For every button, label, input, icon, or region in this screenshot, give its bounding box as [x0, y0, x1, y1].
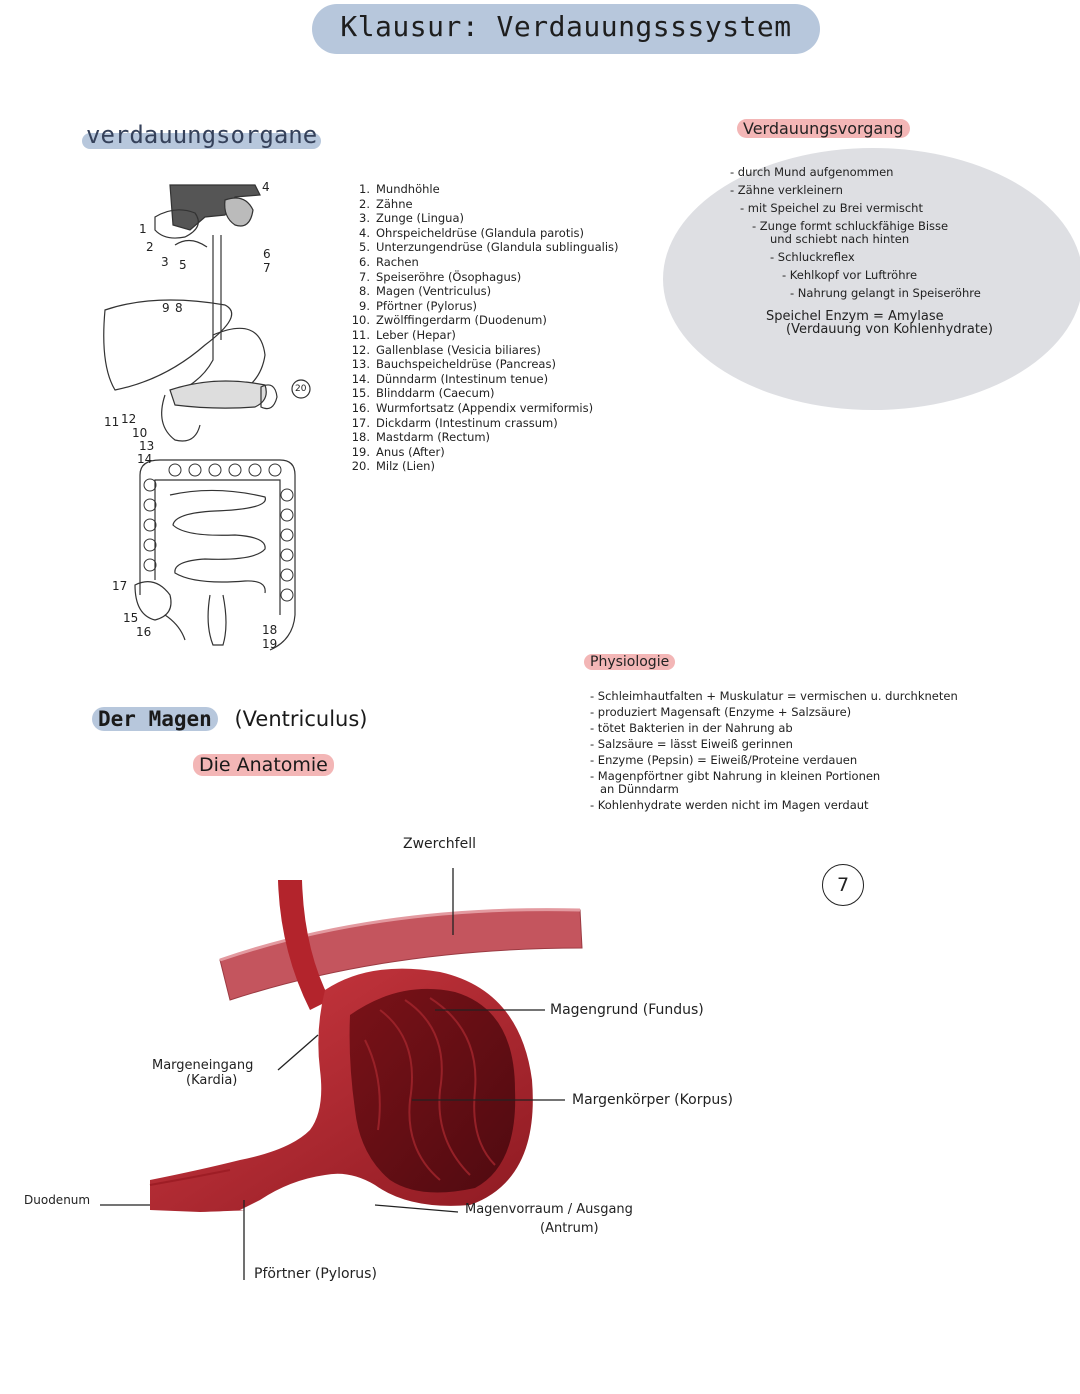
list-item: - Zunge formt schluckfähige Bisse: [752, 219, 949, 233]
notes-background: [663, 148, 1080, 410]
legend-item: 4.Ohrspeicheldrüse (Glandula parotis): [359, 225, 585, 240]
label-magenvorraum: Magenvorraum / Ausgang: [465, 1202, 633, 1217]
list-item: - Magenpförtner gibt Nahrung in kleinen …: [590, 769, 881, 783]
legend-item: 18.Mastdarm (Rectum): [351, 430, 491, 445]
diagram-number: 17: [112, 579, 128, 593]
legend-item: 15.Blinddarm (Caecum): [351, 386, 495, 401]
diagram-number: 9: [162, 301, 170, 315]
legend-item: 11.Leber (Hepar): [351, 327, 456, 342]
diagram-number: 19: [262, 637, 278, 651]
page-number-badge: 7: [822, 864, 864, 906]
page-title: Klausur: Verdauungsssystem: [340, 10, 792, 43]
list-item: an Dünndarm: [600, 782, 679, 796]
list-item: - produziert Magensaft (Enzyme + Salzsäu…: [590, 705, 852, 719]
legend-item: 14.Dünndarm (Intestinum tenue): [351, 371, 549, 386]
list-item: (Verdauung von Kohlenhydrate): [786, 322, 993, 337]
diagram-number: 12: [121, 412, 137, 426]
diagram-number: 2: [146, 240, 154, 254]
diagram-number: 20: [295, 384, 307, 394]
list-item: und schiebt nach hinten: [770, 232, 910, 246]
list-item: - Kehlkopf vor Luftröhre: [782, 268, 918, 282]
physiologie-list: - Schleimhautfalten + Muskulatur = vermi…: [590, 690, 958, 815]
title-highlight: [312, 4, 820, 54]
label-magengrund: Magengrund (Fundus): [550, 1002, 704, 1018]
legend-item: 8.Magen (Ventriculus): [359, 284, 492, 299]
diagram-number: 4: [262, 180, 270, 194]
diagram-number: 11: [104, 415, 120, 429]
legend-item: 17.Dickdarm (Intestinum crassum): [351, 415, 558, 430]
label-zwerchfell: Zwerchfell: [403, 836, 476, 852]
list-item: - tötet Bakterien in der Nahrung ab: [590, 721, 793, 735]
magen-heading: Der Magen (Ventriculus): [92, 707, 367, 731]
list-item: - Schleimhautfalten + Muskulatur = vermi…: [590, 689, 958, 703]
label-mageneingang: Margeneingang: [152, 1058, 254, 1073]
legend-item: 7.Speiseröhre (Ösophagus): [359, 269, 522, 284]
diagram-number: 7: [263, 261, 271, 275]
diagram-number: 10: [132, 426, 148, 440]
diagram-number: 15: [123, 611, 139, 625]
diagram-number: 1: [139, 222, 147, 236]
diagram-number: 6: [263, 247, 271, 261]
stomach-illustration: [149, 880, 583, 1212]
legend-item: 20.Milz (Lien): [351, 459, 435, 474]
diagram-number: 3: [161, 255, 169, 269]
label-magenkoerper: Margenkörper (Korpus): [572, 1092, 733, 1108]
anatomie-heading: Die Anatomie: [193, 754, 334, 776]
legend-item: 19.Anus (After): [351, 444, 445, 459]
list-item: - Kohlenhydrate werden nicht im Magen ve…: [590, 798, 869, 812]
list-item: - Salzsäure = lässt Eiweiß gerinnen: [590, 737, 793, 751]
list-item: - Zähne verkleinern: [730, 183, 843, 197]
legend-item: 6.Rachen: [359, 254, 419, 269]
physiologie-heading: Physiologie: [584, 654, 676, 670]
legend-item: 5.Unterzungendrüse (Glandula sublinguali…: [359, 240, 619, 255]
label-antrum: (Antrum): [540, 1221, 599, 1236]
label-pfoertner: Pförtner (Pylorus): [254, 1266, 377, 1282]
legend-item: 3.Zunge (Lingua): [359, 211, 464, 226]
list-item: - Nahrung gelangt in Speiseröhre: [790, 286, 981, 300]
legend-item: 13.Bauchspeicheldrüse (Pancreas): [351, 357, 556, 372]
list-item: - Schluckreflex: [770, 250, 855, 264]
diagram-number: 18: [262, 623, 278, 637]
organs-heading: verdauungsorgane: [86, 121, 318, 149]
list-item: - Enzyme (Pepsin) = Eiweiß/Proteine verd…: [590, 753, 858, 767]
list-item: - durch Mund aufgenommen: [730, 165, 894, 179]
legend-item: 10.Zwölffingerdarm (Duodenum): [351, 313, 547, 328]
list-item: - mit Speichel zu Brei vermischt: [740, 201, 923, 215]
diagram-number: 16: [136, 625, 152, 639]
list-item: Speichel Enzym = Amylase: [766, 309, 944, 324]
vorgang-list: - durch Mund aufgenommen - Zähne verklei…: [730, 166, 993, 341]
diagram-number: 8: [175, 301, 183, 315]
label-duodenum: Duodenum: [24, 1193, 91, 1207]
organ-legend: 1.Mundhöhle 2.Zähne 3.Zunge (Lingua) 4.O…: [348, 182, 619, 474]
organs-heading-wrap: verdauungsorgane: [82, 121, 322, 149]
vorgang-heading: Verdauungsvorgang: [737, 119, 910, 138]
leader-lines: [100, 868, 565, 1280]
diagram-number: 5: [179, 258, 187, 272]
legend-item: 16.Wurmfortsatz (Appendix vermiformis): [351, 400, 594, 415]
digestive-system-diagram: [103, 184, 311, 651]
legend-item: 1.Mundhöhle: [359, 182, 440, 196]
legend-item: 12.Gallenblase (Vesicia biliares): [351, 342, 541, 357]
legend-item: 2.Zähne: [359, 196, 413, 211]
diagram-number: 14: [137, 452, 153, 466]
label-kardia: (Kardia): [186, 1073, 238, 1088]
diagram-number: 13: [139, 439, 155, 453]
legend-item: 9.Pförtner (Pylorus): [359, 298, 477, 313]
